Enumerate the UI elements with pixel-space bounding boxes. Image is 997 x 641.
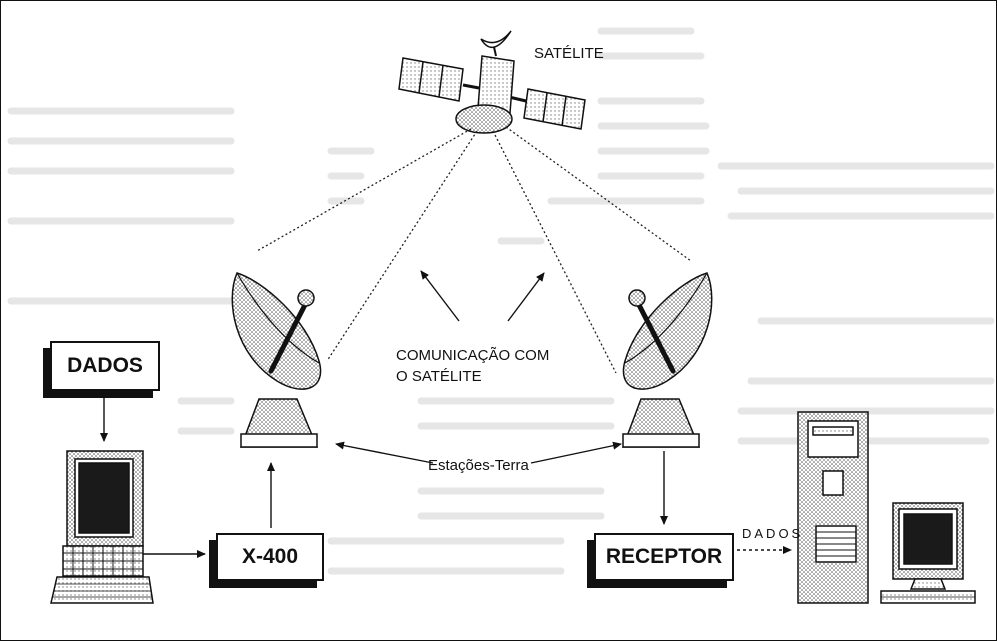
satellite-icon xyxy=(398,30,586,134)
signal-lines xyxy=(256,126,692,374)
x400-box: X-400 xyxy=(216,533,324,581)
communication-label: COMUNICAÇÃO COM O SATÉLITE xyxy=(396,345,549,387)
source-computer-icon xyxy=(50,450,154,604)
receiving-computer-icon xyxy=(880,502,976,604)
left-dish-icon xyxy=(231,272,322,448)
communication-label-line1: COMUNICAÇÃO COM xyxy=(396,347,550,364)
ground-stations-label: Estações-Terra xyxy=(428,457,529,474)
server-tower-icon xyxy=(797,411,869,604)
receiver-box: RECEPTOR xyxy=(594,533,734,581)
flow-arrows xyxy=(100,270,792,558)
communication-label-line2: O SATÉLITE xyxy=(396,368,482,385)
right-dish-icon xyxy=(621,272,713,448)
satellite-label: SATÉLITE xyxy=(534,45,604,62)
data-source-box: DADOS xyxy=(50,341,160,391)
data-flow-label: DADOS xyxy=(742,526,804,541)
